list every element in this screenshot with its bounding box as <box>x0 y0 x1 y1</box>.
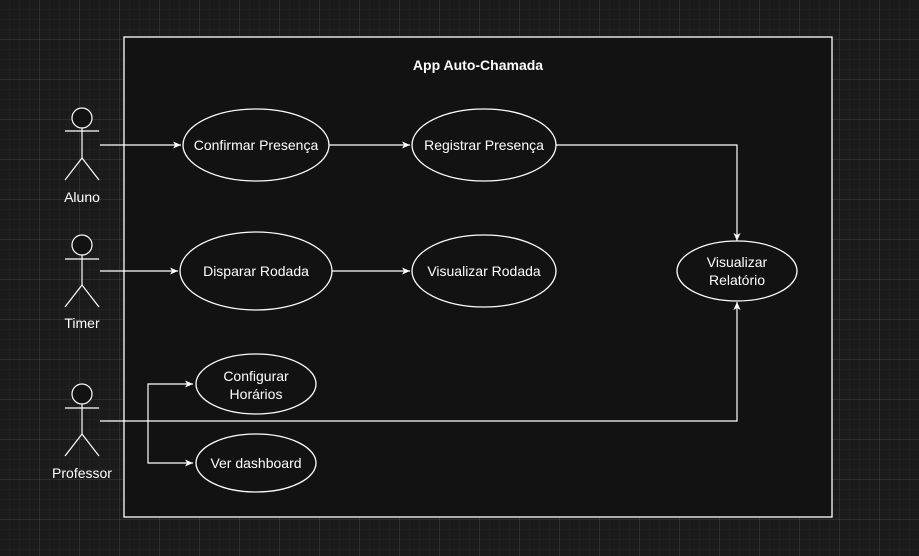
use-case-visualizar-relatorio[interactable]: Visualizar Relatório <box>676 240 798 302</box>
use-case-confirmar-presenca-label: Confirmar Presença <box>194 137 319 153</box>
use-case-disparar-rodada[interactable]: Disparar Rodada <box>179 231 333 311</box>
professor-to-visualizar-relatorio-arrow <box>100 302 741 422</box>
use-case-configurar-horarios-label-line1: Configurar <box>223 368 289 384</box>
use-case-visualizar-rodada-label: Visualizar Rodada <box>427 263 541 279</box>
professor-to-ver-dashboard-arrow <box>147 421 193 467</box>
registrar-presenca-to-visualizar-relatorio-arrow <box>556 144 741 241</box>
actor-professor-head <box>71 383 93 405</box>
actor-timer[interactable]: Timer <box>64 234 100 331</box>
use-case-visualizar-rodada[interactable]: Visualizar Rodada <box>411 234 557 308</box>
actor-timer-label: Timer <box>64 315 100 331</box>
actor-professor-label: Professor <box>52 465 112 481</box>
use-case-ver-dashboard[interactable]: Ver dashboard <box>195 433 317 493</box>
use-case-disparar-rodada-label: Disparar Rodada <box>203 263 309 279</box>
use-case-visualizar-relatorio-label-line2: Relatório <box>709 272 765 288</box>
connectors <box>100 141 741 467</box>
use-case-confirmar-presenca[interactable]: Confirmar Presença <box>182 108 330 182</box>
actor-aluno-label: Aluno <box>64 189 100 205</box>
use-case-configurar-horarios[interactable]: Configurar Horários <box>195 353 317 415</box>
actor-timer-head <box>71 234 93 256</box>
actor-professor[interactable]: Professor <box>52 383 112 481</box>
use-case-registrar-presenca[interactable]: Registrar Presença <box>411 108 557 182</box>
use-case-configurar-horarios-label-line2: Horários <box>230 386 283 402</box>
system-title: App Auto-Chamada <box>413 57 543 73</box>
use-case-visualizar-relatorio-label-line1: Visualizar <box>707 254 768 270</box>
actor-aluno-head <box>71 107 93 129</box>
use-case-ver-dashboard-label: Ver dashboard <box>210 455 301 471</box>
professor-to-configurar-horarios-arrow <box>147 380 193 421</box>
actor-aluno[interactable]: Aluno <box>64 107 100 205</box>
use-case-registrar-presenca-label: Registrar Presença <box>424 137 544 153</box>
